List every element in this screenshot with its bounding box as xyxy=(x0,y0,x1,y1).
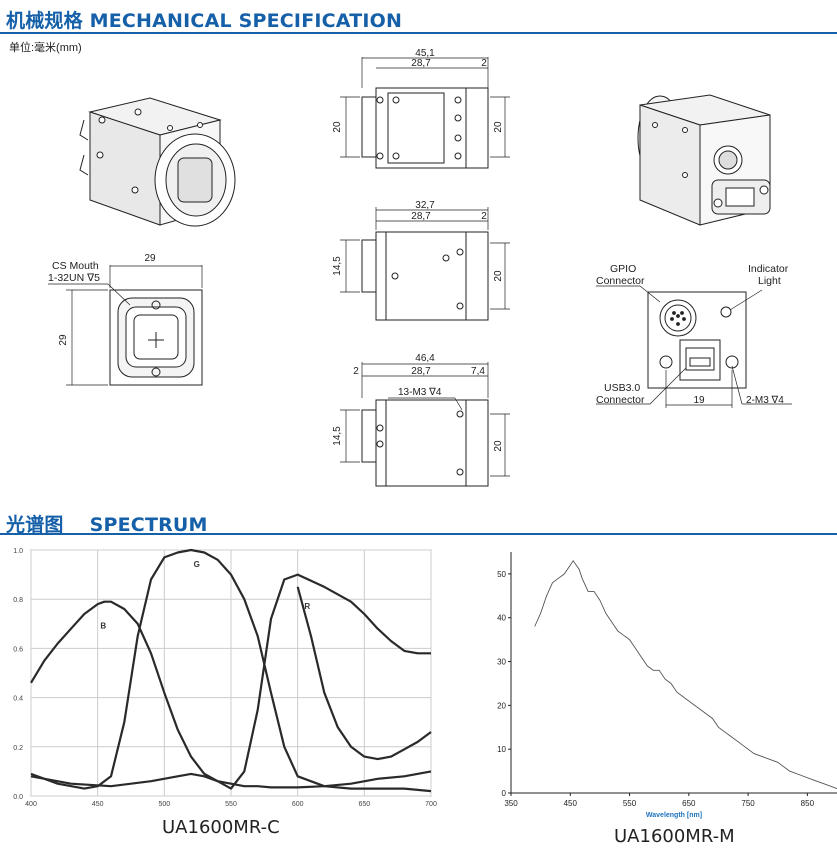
y-tick-label: 0.8 xyxy=(13,597,23,604)
rear-holes-note: 2-M3 ∇4 xyxy=(746,395,784,406)
camera-3d-rear-illustration xyxy=(637,94,771,226)
x-tick-label: 750 xyxy=(741,799,755,808)
mechanical-section-title: 机械规格 MECHANICAL SPECIFICATION xyxy=(6,10,403,32)
rear-view-drawing xyxy=(596,285,792,408)
gpio-label-2: Connector xyxy=(596,275,645,287)
usb-label-1: USB3.0 xyxy=(604,382,640,394)
y-tick-label: 0.2 xyxy=(13,745,23,752)
y-tick-label: 0.6 xyxy=(13,646,23,653)
color-model-label: UA1600MR-C xyxy=(162,817,280,838)
x-tick-label: 850 xyxy=(801,799,815,808)
top-view-drawing xyxy=(340,57,510,169)
front-width-dim: 29 xyxy=(144,253,156,264)
unit-note: 单位:毫米(mm) xyxy=(9,42,82,54)
x-tick-label: 650 xyxy=(682,799,696,808)
top-left-h-dim: 20 xyxy=(332,121,343,133)
mono-spectrum-chart: 350 450 550 650 750 850 0 10 20 30 40 50Wavelength … xyxy=(497,552,837,819)
spectrum-title-en: SPECTRUM xyxy=(89,514,208,536)
bottom-body-dim: 28,7 xyxy=(411,366,431,377)
y-tick-label: 50 xyxy=(497,570,506,579)
x-tick-label: 600 xyxy=(292,801,304,808)
gpio-label-1: GPIO xyxy=(610,263,636,275)
x-axis-label: Wavelength [nm] xyxy=(646,812,702,819)
y-tick-label: 10 xyxy=(497,745,506,754)
bottom-right-h-dim: 20 xyxy=(493,440,504,452)
bottom-left-h-dim: 14,5 xyxy=(332,426,343,446)
y-tick-label: 0.4 xyxy=(13,696,23,703)
x-tick-label: 550 xyxy=(225,801,237,808)
series-line xyxy=(534,560,837,790)
series-line xyxy=(30,600,432,789)
bottom-left-w-dim: 2 xyxy=(353,366,359,377)
rear-spacing-dim: 19 xyxy=(693,395,705,406)
series-line xyxy=(30,548,432,793)
x-tick-label: 700 xyxy=(425,801,437,808)
side-body-dim: 28,7 xyxy=(411,211,431,222)
indicator-label-1: Indicator xyxy=(748,263,789,275)
spectrum-section-title: 光谱图 SPECTRUM xyxy=(6,510,208,537)
front-view-drawing xyxy=(48,265,203,386)
top-flange-dim: 2 xyxy=(481,58,487,69)
side-left-h-dim: 14,5 xyxy=(332,256,343,276)
color-spectrum-chart: 400 450 500 550 600 650 700 0.0 0.2 0.4 0.6 0.8 1.0B… xyxy=(13,548,437,808)
mechanical-drawings: 29 29 CS Mouth 1-32UN ∇5 45,1 28,7 2 20 … xyxy=(48,48,792,487)
cs-mount-label-2: 1-32UN ∇5 xyxy=(48,272,100,284)
bottom-overall-dim: 46,4 xyxy=(415,353,435,364)
x-tick-label: 550 xyxy=(623,799,637,808)
series-line xyxy=(296,586,432,761)
x-tick-label: 650 xyxy=(358,801,370,808)
bottom-hole-note: 13-M3 ∇4 xyxy=(398,387,442,398)
y-tick-label: 40 xyxy=(497,614,506,623)
top-body-dim: 28,7 xyxy=(411,58,431,69)
x-tick-label: 450 xyxy=(92,801,104,808)
x-tick-label: 500 xyxy=(158,801,170,808)
mechanical-section-rule xyxy=(0,32,837,34)
bottom-right-w-dim: 7,4 xyxy=(471,366,485,377)
side-overall-dim: 32,7 xyxy=(415,200,435,211)
indicator-label-2: Light xyxy=(758,275,781,287)
mono-model-label: UA1600MR-M xyxy=(614,826,735,847)
side-view-drawing xyxy=(340,207,510,321)
y-tick-label: 1.0 xyxy=(13,548,23,555)
top-right-h-dim: 20 xyxy=(493,121,504,133)
spectrum-section-rule xyxy=(0,533,837,535)
y-tick-label: 30 xyxy=(497,658,506,667)
top-overall-dim: 45,1 xyxy=(415,48,435,59)
series-label: B xyxy=(100,622,106,631)
series-line xyxy=(30,573,431,790)
series-label: G xyxy=(194,560,200,569)
front-height-dim: 29 xyxy=(58,334,69,346)
y-tick-label: 0.0 xyxy=(13,794,23,801)
side-flange-dim: 2 xyxy=(481,211,487,222)
x-tick-label: 450 xyxy=(564,799,578,808)
y-tick-label: 0 xyxy=(502,789,507,798)
x-tick-label: 400 xyxy=(25,801,37,808)
spectrum-title-cn: 光谱图 xyxy=(6,514,64,536)
y-tick-label: 20 xyxy=(497,701,506,710)
series-label: R xyxy=(304,602,310,611)
side-right-h-dim: 20 xyxy=(493,270,504,282)
usb-label-2: Connector xyxy=(596,394,645,406)
camera-3d-front-illustration xyxy=(79,97,236,227)
x-tick-label: 350 xyxy=(504,799,518,808)
bottom-view-drawing xyxy=(340,362,510,487)
cs-mount-label-1: CS Mouth xyxy=(52,260,99,272)
